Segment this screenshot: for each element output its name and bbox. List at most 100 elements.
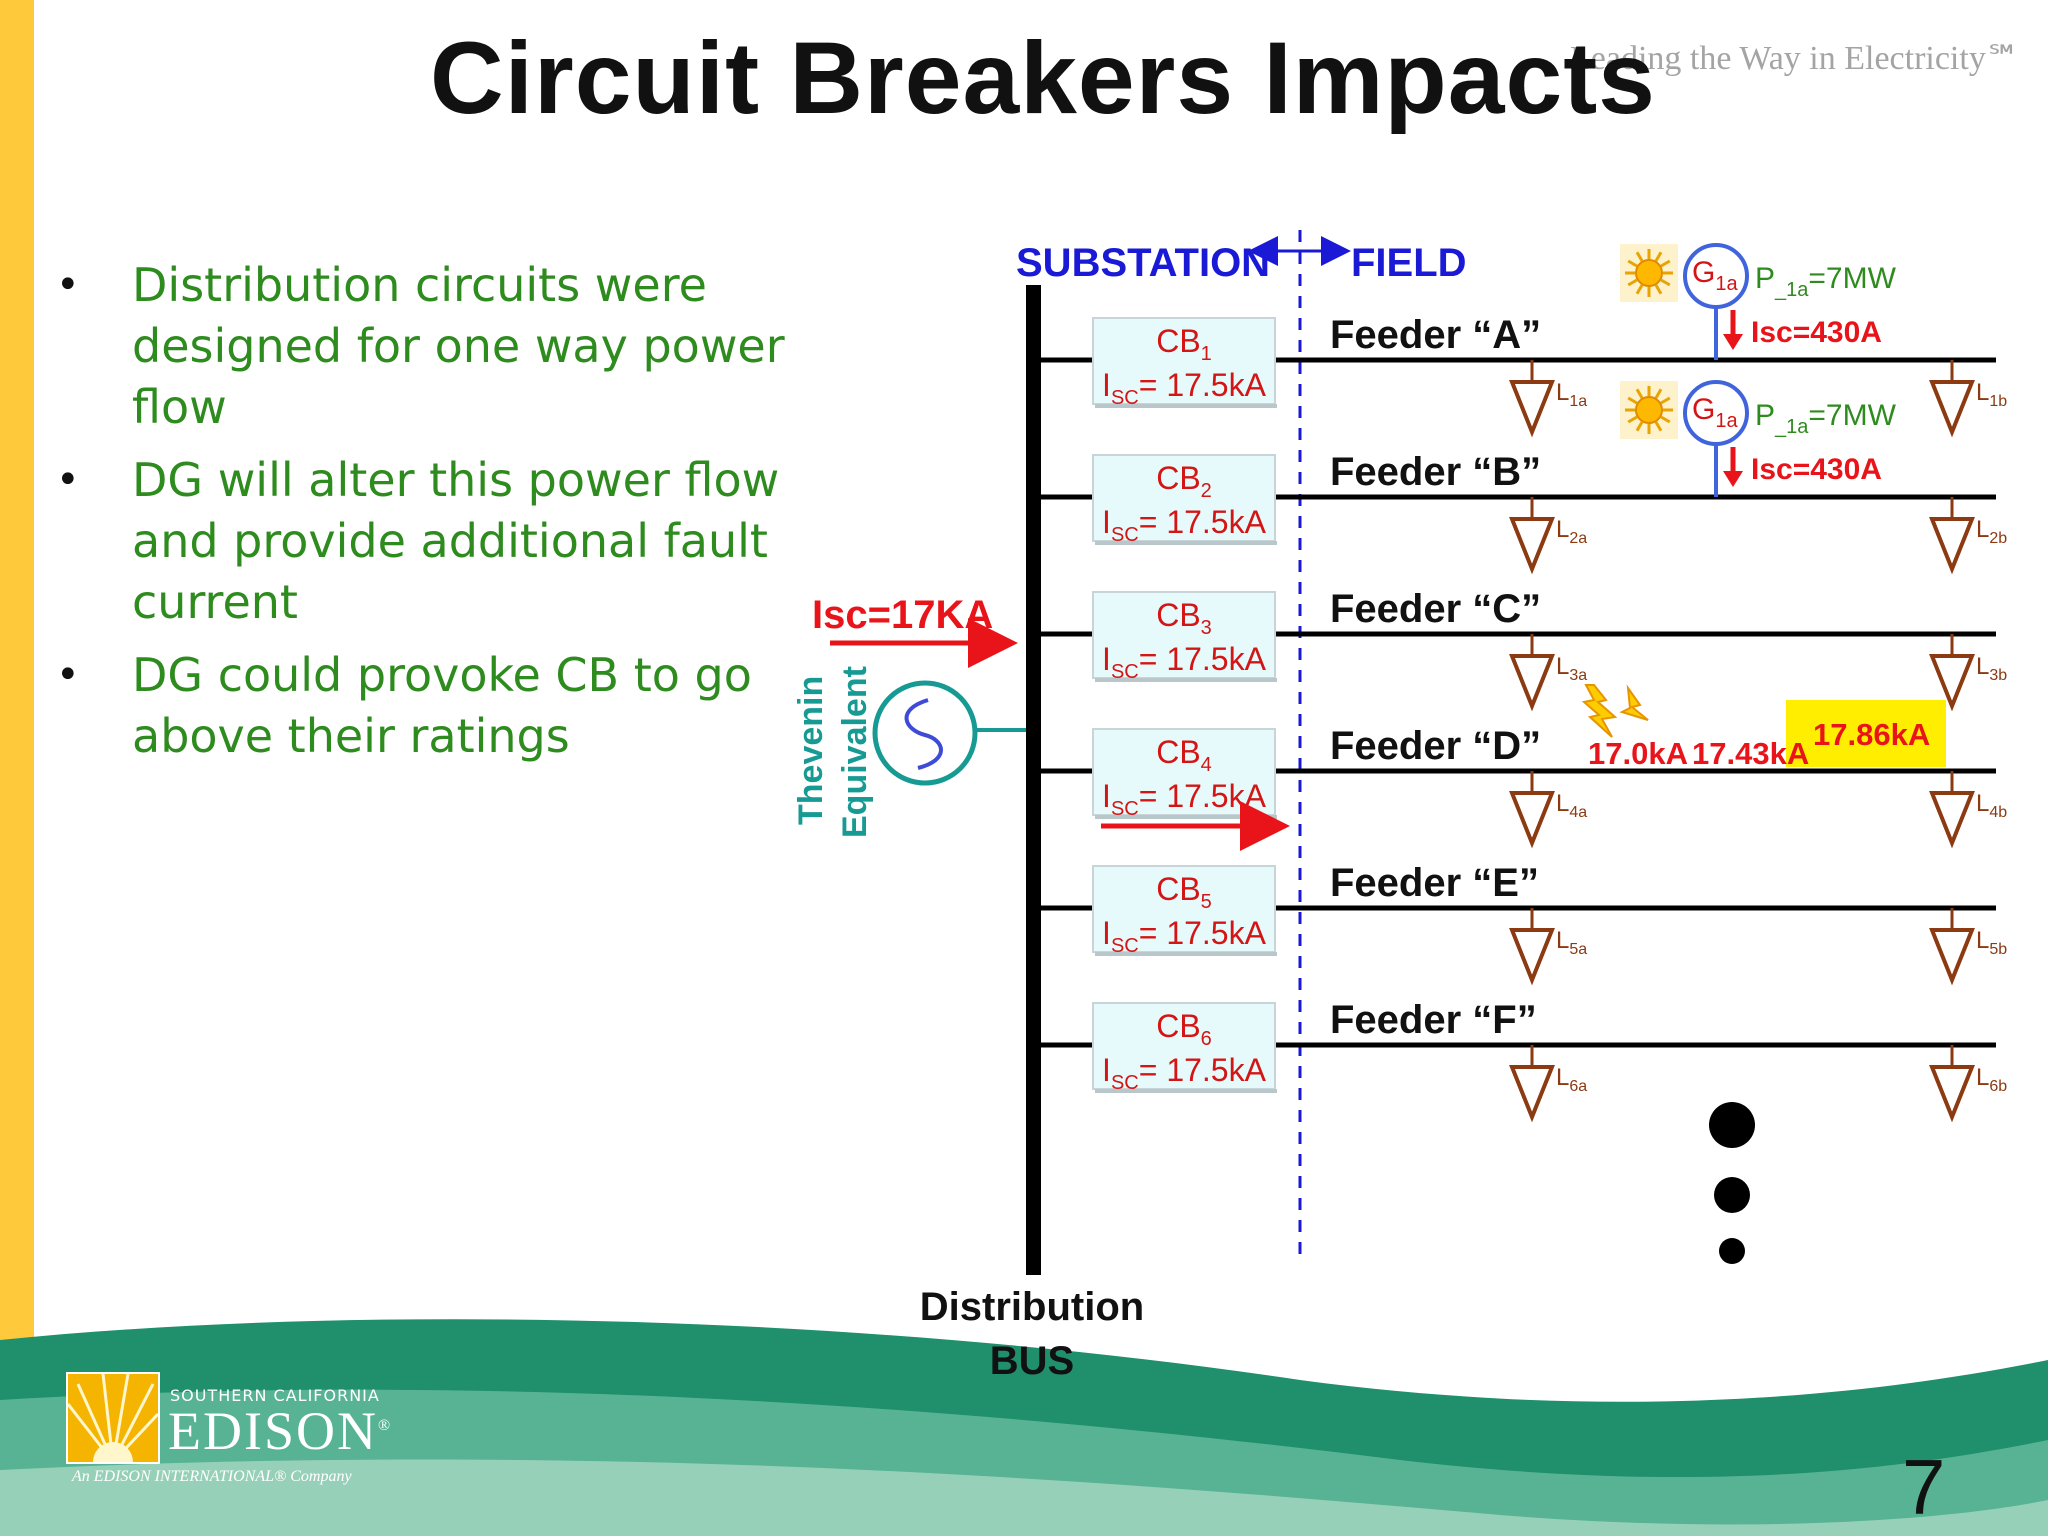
load-label-prefix: L bbox=[1556, 927, 1569, 954]
sun-ray bbox=[1635, 388, 1644, 399]
accent-side-bar bbox=[0, 0, 34, 1536]
sun-ray bbox=[1660, 396, 1671, 405]
slide-title: Circuit Breakers Impacts bbox=[430, 21, 1656, 135]
load-triangle-icon bbox=[1929, 380, 1975, 438]
generator-label-prefix: G bbox=[1692, 393, 1715, 426]
breaker-name-text: CB bbox=[1156, 1008, 1200, 1044]
source-isc-label: Isc=17KA bbox=[812, 593, 993, 637]
sun-ray bbox=[1660, 259, 1671, 268]
bullet-item: •DG could provoke CB to go above their r… bbox=[56, 645, 846, 767]
breaker-isc-prefix: I bbox=[1102, 915, 1111, 951]
breaker-name: CB5 bbox=[1156, 871, 1212, 913]
generator-current-arrowhead bbox=[1723, 471, 1743, 487]
load-label-sub: 2b bbox=[1989, 530, 2007, 547]
load-label-sub: 1b bbox=[1989, 393, 2007, 410]
breaker-isc: ISC= 17.5kA bbox=[1102, 504, 1267, 546]
load-label: L6b bbox=[1976, 1064, 2007, 1095]
load-label-prefix: L bbox=[1556, 1064, 1569, 1091]
logo-main-text: EDISON® bbox=[168, 1400, 392, 1462]
bullet-dot-icon: • bbox=[56, 457, 80, 503]
breaker-box-shadow bbox=[1095, 541, 1277, 545]
load-label-prefix: L bbox=[1556, 653, 1569, 680]
breaker-box bbox=[1092, 454, 1276, 542]
sun-ray bbox=[1660, 278, 1671, 287]
thevenin-label-line1: Thevenin bbox=[792, 676, 830, 825]
breaker-isc-value: = 17.5kA bbox=[1139, 367, 1267, 403]
breaker-name-sub: 2 bbox=[1201, 480, 1212, 502]
load-label-sub: 4b bbox=[1989, 804, 2007, 821]
bullet-dot-icon: • bbox=[56, 262, 80, 308]
load-triangle-icon bbox=[1929, 1065, 1975, 1123]
breaker-name-sub: 4 bbox=[1201, 754, 1212, 776]
sun-ray bbox=[1635, 251, 1644, 262]
bullet-list: • Distribution circuits were designed for… bbox=[56, 255, 846, 779]
generator-isc: Isc=430A bbox=[1751, 453, 1882, 486]
sun-ray bbox=[1627, 278, 1638, 287]
bullet-item: •DG will alter this power flow and provi… bbox=[56, 450, 846, 633]
breaker-isc: ISC= 17.5kA bbox=[1102, 915, 1267, 957]
logo-sub-text: An EDISON INTERNATIONAL® Company bbox=[72, 1468, 352, 1485]
breaker-isc-prefix: I bbox=[1102, 641, 1111, 677]
wave-front bbox=[0, 1459, 2048, 1536]
load-triangle-icon bbox=[1929, 517, 1975, 575]
generator-label-prefix: G bbox=[1692, 256, 1715, 289]
bus-label-line1: Distribution bbox=[920, 1285, 1144, 1329]
breaker-isc-sub: SC bbox=[1111, 935, 1139, 957]
load-triangle-icon bbox=[1929, 791, 1975, 849]
generator-power: P_1a=7MW bbox=[1755, 262, 1897, 301]
fault-current-3: 17.86kA bbox=[1813, 717, 1930, 752]
load-label-sub: 3a bbox=[1569, 667, 1587, 684]
breaker-name: CB1 bbox=[1156, 323, 1212, 365]
load-label-sub: 6a bbox=[1569, 1078, 1587, 1095]
sun-ray bbox=[1654, 388, 1663, 399]
breaker-name-sub: 5 bbox=[1201, 891, 1212, 913]
feeder-label: Feeder “C” bbox=[1330, 587, 1541, 631]
breaker-isc-value: = 17.5kA bbox=[1139, 1052, 1267, 1088]
generator-isc: Isc=430A bbox=[1751, 316, 1882, 349]
breaker-isc-sub: SC bbox=[1111, 524, 1139, 546]
sun-ray bbox=[1627, 415, 1638, 424]
logo-top-text: SOUTHERN CALIFORNIA bbox=[170, 1386, 380, 1405]
breaker-name-sub: 3 bbox=[1201, 617, 1212, 639]
sun-ray bbox=[1654, 284, 1663, 295]
bullet-text: Distribution circuits were designed for … bbox=[132, 258, 785, 434]
load-label: L4b bbox=[1976, 790, 2007, 821]
load-label: L3b bbox=[1976, 653, 2007, 684]
sun-ray bbox=[1654, 421, 1663, 432]
feeder-label: Feeder “F” bbox=[1330, 998, 1537, 1042]
load-label: L4a bbox=[1556, 790, 1587, 821]
highlight-box bbox=[1786, 700, 1946, 767]
breaker-name-text: CB bbox=[1156, 597, 1200, 633]
breaker-name-sub: 6 bbox=[1201, 1028, 1212, 1050]
breaker-name-sub: 1 bbox=[1201, 343, 1212, 365]
load-label-prefix: L bbox=[1556, 790, 1569, 817]
breaker-isc: ISC= 17.5kA bbox=[1102, 367, 1267, 409]
generator-power-prefix: P bbox=[1755, 262, 1775, 295]
field-label: FIELD bbox=[1351, 241, 1467, 285]
bullet-text: DG could provoke CB to go above their ra… bbox=[132, 648, 752, 763]
generator-label: G1a bbox=[1692, 256, 1738, 295]
breaker-box-shadow bbox=[1095, 952, 1277, 956]
load-label-sub: 6b bbox=[1989, 1078, 2007, 1095]
logo-wordmark: EDISON bbox=[168, 1401, 378, 1461]
breaker-name: CB6 bbox=[1156, 1008, 1212, 1050]
sun-ray bbox=[1627, 396, 1638, 405]
load-label-prefix: L bbox=[1976, 927, 1989, 954]
page-number: 7 bbox=[1902, 1443, 1946, 1531]
sine-wave-icon bbox=[904, 698, 943, 770]
breaker-name-text: CB bbox=[1156, 460, 1200, 496]
load-label: L1b bbox=[1976, 379, 2007, 410]
generator-label: G1a bbox=[1692, 393, 1738, 432]
breaker-name-text: CB bbox=[1156, 871, 1200, 907]
breaker-isc-sub: SC bbox=[1111, 798, 1139, 820]
breaker-isc-prefix: I bbox=[1102, 367, 1111, 403]
breaker-box bbox=[1092, 317, 1276, 405]
load-triangle-icon bbox=[1509, 380, 1555, 438]
fault-current-1: 17.0kA bbox=[1588, 736, 1688, 771]
logo-sunburst-icon bbox=[66, 1372, 160, 1464]
